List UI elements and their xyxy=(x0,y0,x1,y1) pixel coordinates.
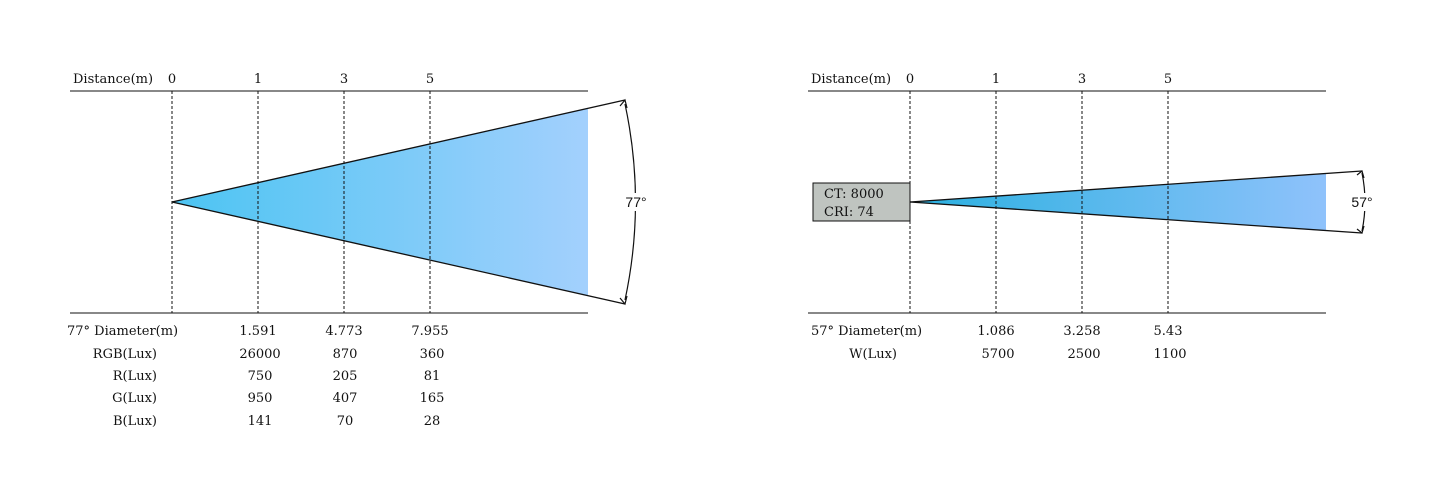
row-g-value-1: 950 xyxy=(248,391,273,406)
distance-tick-5: 5 xyxy=(426,72,434,87)
angle-arrow-top xyxy=(619,98,628,109)
beam-edge-top xyxy=(171,99,626,203)
row-label-b: B(Lux) xyxy=(113,414,157,429)
diameter-value-5: 5.43 xyxy=(1154,324,1183,339)
row-r-value-3: 205 xyxy=(333,369,358,384)
angle-arrow-bottom xyxy=(619,295,628,306)
panel-white: Distance(m) 0 1 3 5 57° CT: 8000 CRI: 74… xyxy=(808,72,1376,362)
distance-tick-3: 3 xyxy=(340,72,348,87)
panel-rgb: Distance(m) 0 1 3 5 77° 77° Diameter(m) … xyxy=(67,72,650,429)
row-w-value-5: 1100 xyxy=(1153,347,1186,362)
row-b-value-3: 70 xyxy=(337,414,354,429)
distance-tick-5: 5 xyxy=(1164,72,1172,87)
row-r-value-1: 750 xyxy=(248,369,273,384)
distance-tick-0: 0 xyxy=(168,72,176,87)
source-color-temperature: CT: 8000 xyxy=(824,187,884,202)
diameter-label: 57° Diameter(m) xyxy=(811,324,922,339)
beam-angle-label: 57° xyxy=(1351,194,1372,210)
source-cri: CRI: 74 xyxy=(824,205,874,220)
angle-arrow-bottom xyxy=(1356,225,1365,235)
row-g-value-3: 407 xyxy=(333,391,358,406)
beam-angle-label: 77° xyxy=(625,194,646,210)
distance-tick-0: 0 xyxy=(906,72,914,87)
beam-cone xyxy=(172,108,588,296)
diameter-value-1: 1.591 xyxy=(239,324,276,339)
row-rgb-value-1: 26000 xyxy=(239,347,280,362)
angle-label-bg xyxy=(1346,193,1376,211)
row-b-value-1: 141 xyxy=(248,414,273,429)
row-w-value-1: 5700 xyxy=(981,347,1014,362)
diameter-value-3: 3.258 xyxy=(1063,324,1100,339)
distance-tick-3: 3 xyxy=(1078,72,1086,87)
beam-cone xyxy=(910,174,1326,231)
diameter-value-1: 1.086 xyxy=(977,324,1014,339)
row-rgb-value-5: 360 xyxy=(420,347,445,362)
row-label-r: R(Lux) xyxy=(113,369,157,384)
row-g-value-5: 165 xyxy=(420,391,445,406)
distance-tick-1: 1 xyxy=(254,72,262,87)
row-w-value-3: 2500 xyxy=(1067,347,1100,362)
diameter-value-3: 4.773 xyxy=(325,324,362,339)
row-label-w: W(Lux) xyxy=(849,347,897,362)
angle-label-bg xyxy=(620,193,650,211)
row-rgb-value-3: 870 xyxy=(333,347,358,362)
row-label-g: G(Lux) xyxy=(112,391,157,406)
distance-label: Distance(m) xyxy=(73,72,153,87)
row-label-rgb: RGB(Lux) xyxy=(93,347,157,362)
row-b-value-5: 28 xyxy=(424,414,441,429)
beam-edge-bottom xyxy=(171,201,626,305)
beam-edge-bottom xyxy=(909,201,1363,234)
distance-label: Distance(m) xyxy=(811,72,891,87)
diameter-value-5: 7.955 xyxy=(411,324,448,339)
diameter-label: 77° Diameter(m) xyxy=(67,324,178,339)
source-box xyxy=(812,182,911,222)
angle-arrow-top xyxy=(1356,169,1365,179)
row-r-value-5: 81 xyxy=(424,369,441,384)
beam-edge-top xyxy=(909,170,1363,203)
distance-tick-1: 1 xyxy=(992,72,1000,87)
